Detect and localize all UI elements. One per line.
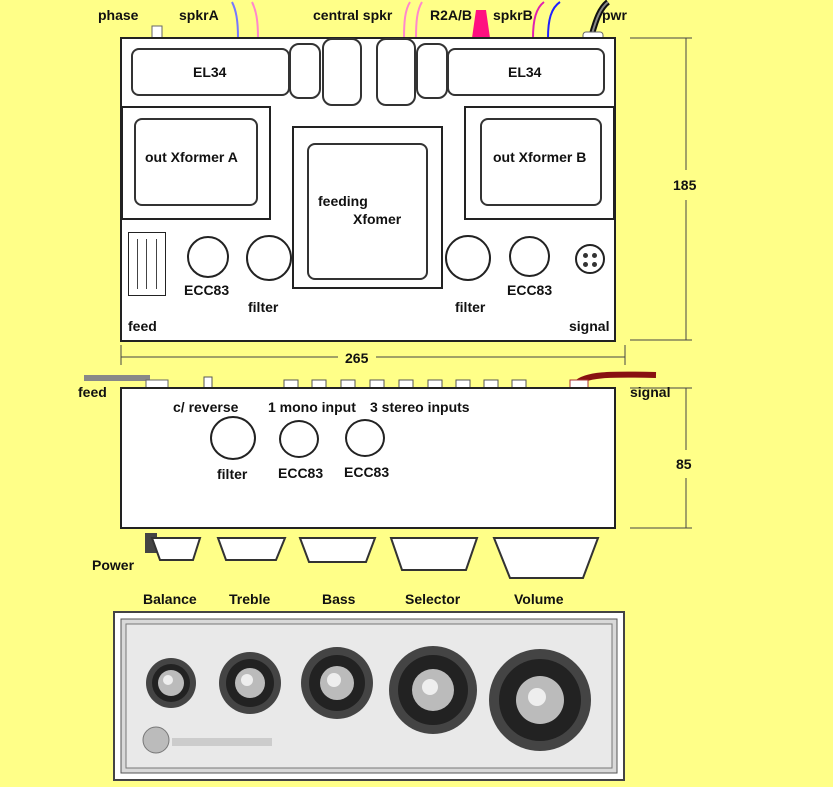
input-jacks [283, 379, 527, 389]
signal-din-socket [575, 244, 605, 274]
feeding-xformer-label-1: feeding [318, 193, 368, 209]
knob-balance [146, 658, 196, 708]
side-ecc83-1-label: ECC83 [278, 465, 324, 481]
central-spkr-label: central spkr [313, 7, 393, 23]
central-wire-pink [403, 1, 411, 39]
dim-height-top: 185 [673, 177, 697, 193]
feeding-xformer-label-2: Xfomer [353, 211, 402, 227]
filter-cap-left [246, 235, 292, 281]
top-signal-label: signal [569, 318, 610, 334]
tube-el34-right-label: EL34 [508, 64, 542, 80]
knob-volume [489, 649, 591, 751]
tube-ecc83-right [509, 236, 550, 277]
mono-input-label: 1 mono input [268, 399, 356, 415]
r2ab-label: R2A/B [430, 7, 473, 23]
side-filter-label: filter [217, 466, 248, 482]
stereo-inputs-label: 3 stereo inputs [370, 399, 470, 415]
out-xformer-a-label: out Xformer A [145, 149, 238, 165]
filter-cap-right [445, 235, 491, 281]
tube-small-4 [416, 43, 448, 99]
out-xformer-a [134, 118, 258, 206]
side-ecc83-2 [345, 419, 385, 457]
knob-label-balance: Balance [143, 591, 197, 607]
spkrB-label: spkrB [493, 7, 533, 23]
phase-label: phase [98, 7, 139, 23]
knob-selector [389, 646, 477, 734]
filter-left-label: filter [248, 299, 279, 315]
spkrB-wire-magenta [532, 1, 545, 39]
side-ecc83-1 [279, 420, 319, 458]
nameplate [172, 738, 272, 746]
tube-ecc83-left [187, 236, 229, 278]
r2ab-connector [472, 10, 490, 38]
side-feed-label: feed [78, 384, 107, 400]
top-feed-label: feed [128, 318, 157, 334]
knob-label-selector: Selector [405, 591, 461, 607]
knob-label-treble: Treble [229, 591, 271, 607]
knob-label-volume: Volume [514, 591, 564, 607]
dim-width: 265 [345, 350, 369, 366]
spkrB-wire-blue [547, 1, 561, 39]
tube-small-3 [376, 38, 416, 106]
out-xformer-b-label: out Xformer B [493, 149, 587, 165]
spkrA-wire-blue [231, 1, 239, 39]
feeding-xformer [307, 143, 428, 280]
spkrA-wire-pink [251, 1, 259, 39]
pwr-label: pwr [602, 7, 627, 23]
ecc83-left-label: ECC83 [184, 282, 230, 298]
tube-el34-left-label: EL34 [193, 64, 227, 80]
out-xformer-b [480, 118, 602, 206]
badge-icon [142, 726, 170, 754]
central-wire-pink-2 [415, 1, 423, 39]
side-ecc83-2-label: ECC83 [344, 464, 390, 480]
knob-profiles [150, 537, 600, 579]
tube-el34-left [131, 48, 290, 96]
power-label: Power [92, 557, 135, 573]
feed-capacitor [128, 232, 166, 296]
c-reverse-label: c/ reverse [173, 399, 239, 415]
side-signal-label: signal [630, 384, 671, 400]
filter-right-label: filter [455, 299, 486, 315]
knob-bass [301, 647, 373, 719]
knob-treble [219, 652, 281, 714]
spkrA-label: spkrA [179, 7, 219, 23]
knob-label-bass: Bass [322, 591, 356, 607]
tube-small-1 [289, 43, 321, 99]
side-chassis [120, 387, 616, 529]
tube-small-2 [322, 38, 362, 106]
dim-height-side: 85 [676, 456, 692, 472]
side-filter-cap [210, 416, 256, 460]
tube-el34-right [447, 48, 605, 96]
ecc83-right-label: ECC83 [507, 282, 553, 298]
